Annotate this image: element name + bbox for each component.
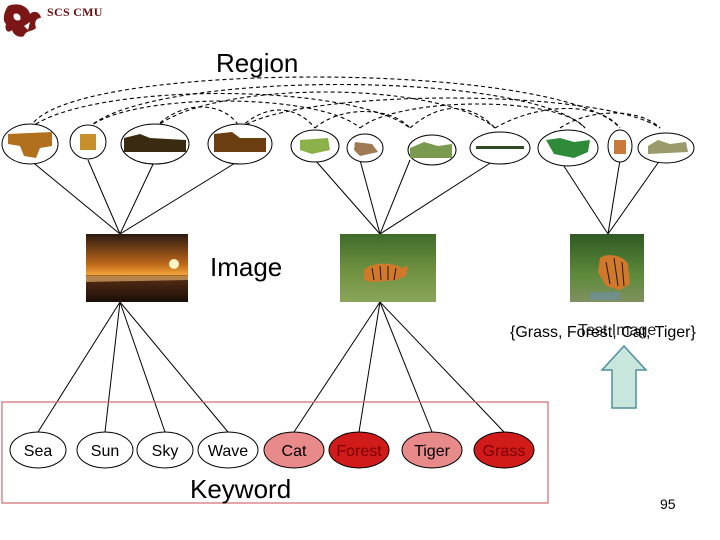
region-node: [407, 134, 457, 166]
image-keyword-links: [37, 301, 505, 433]
arc: [87, 100, 361, 129]
keyword-node: [197, 431, 259, 469]
link: [119, 301, 229, 433]
keyword-label: Forest: [336, 443, 382, 460]
link: [607, 159, 621, 235]
keyword-nodes: [9, 431, 535, 469]
link: [379, 301, 433, 433]
link: [379, 159, 411, 235]
region-dependency-arcs: [29, 76, 661, 129]
arc: [559, 112, 661, 129]
region-node: [1, 123, 59, 165]
link: [379, 301, 505, 433]
arc: [154, 106, 241, 129]
arc: [154, 91, 496, 129]
link: [379, 159, 496, 235]
link: [29, 159, 121, 235]
keyword-node: [263, 431, 325, 469]
link: [37, 301, 121, 433]
keyword-node: [76, 431, 134, 469]
keyword-node: [328, 431, 390, 469]
link: [607, 159, 661, 235]
keyword-label: Wave: [208, 443, 248, 460]
link: [119, 159, 156, 235]
keyword-label: Sun: [91, 443, 119, 460]
arc: [87, 83, 586, 129]
link: [293, 301, 381, 433]
region-node: [120, 123, 190, 165]
link: [358, 301, 381, 433]
arc: [359, 103, 586, 129]
region-node: [69, 124, 107, 160]
keyword-node: [473, 431, 535, 469]
cmu-dragon-logo: [3, 4, 41, 37]
keyword-node: [9, 431, 67, 469]
region-node: [290, 129, 340, 163]
arc: [494, 108, 621, 129]
region-node: [207, 123, 273, 165]
region-title: Region: [216, 48, 299, 78]
region-node: [537, 129, 599, 167]
arc: [29, 76, 621, 129]
keyword-label: Sea: [24, 443, 53, 460]
link: [119, 159, 241, 235]
keyword-node: [401, 431, 463, 469]
keyword-label: Sky: [152, 443, 179, 460]
link: [559, 159, 609, 235]
keyword-labels: Sea Sun Sky Wave Cat Forest Tiger Grass: [24, 443, 526, 460]
image-tiger-test: [570, 234, 644, 302]
arc: [314, 111, 411, 129]
keyword-label: Cat: [282, 443, 307, 460]
query-keywords: {Grass, Forest, Cat, Tiger}: [510, 324, 696, 341]
region-node: [637, 132, 695, 164]
arc: [239, 109, 316, 129]
image-title: Image: [210, 252, 283, 282]
page-number: 95: [660, 496, 676, 512]
arc: [409, 108, 496, 129]
keyword-label: Tiger: [414, 443, 451, 460]
region-node: [346, 133, 384, 163]
image-tiger-forest: [340, 234, 436, 302]
link: [104, 301, 121, 433]
image-sunset: [86, 234, 188, 302]
region-nodes: [1, 123, 695, 167]
keyword-label: Grass: [483, 443, 526, 460]
link: [119, 301, 166, 433]
link: [359, 159, 381, 235]
link: [87, 159, 121, 235]
keyword-title: Keyword: [190, 474, 292, 504]
region-node: [469, 131, 531, 165]
up-arrow-icon: [600, 344, 648, 409]
keyword-node: [136, 431, 194, 469]
region-node: [607, 129, 633, 163]
region-image-links: [29, 159, 661, 235]
keyword-box: [1, 401, 549, 504]
logo-text: SCS CMU: [47, 5, 103, 19]
link: [314, 159, 381, 235]
test-image-label: Test Image: [578, 322, 657, 339]
